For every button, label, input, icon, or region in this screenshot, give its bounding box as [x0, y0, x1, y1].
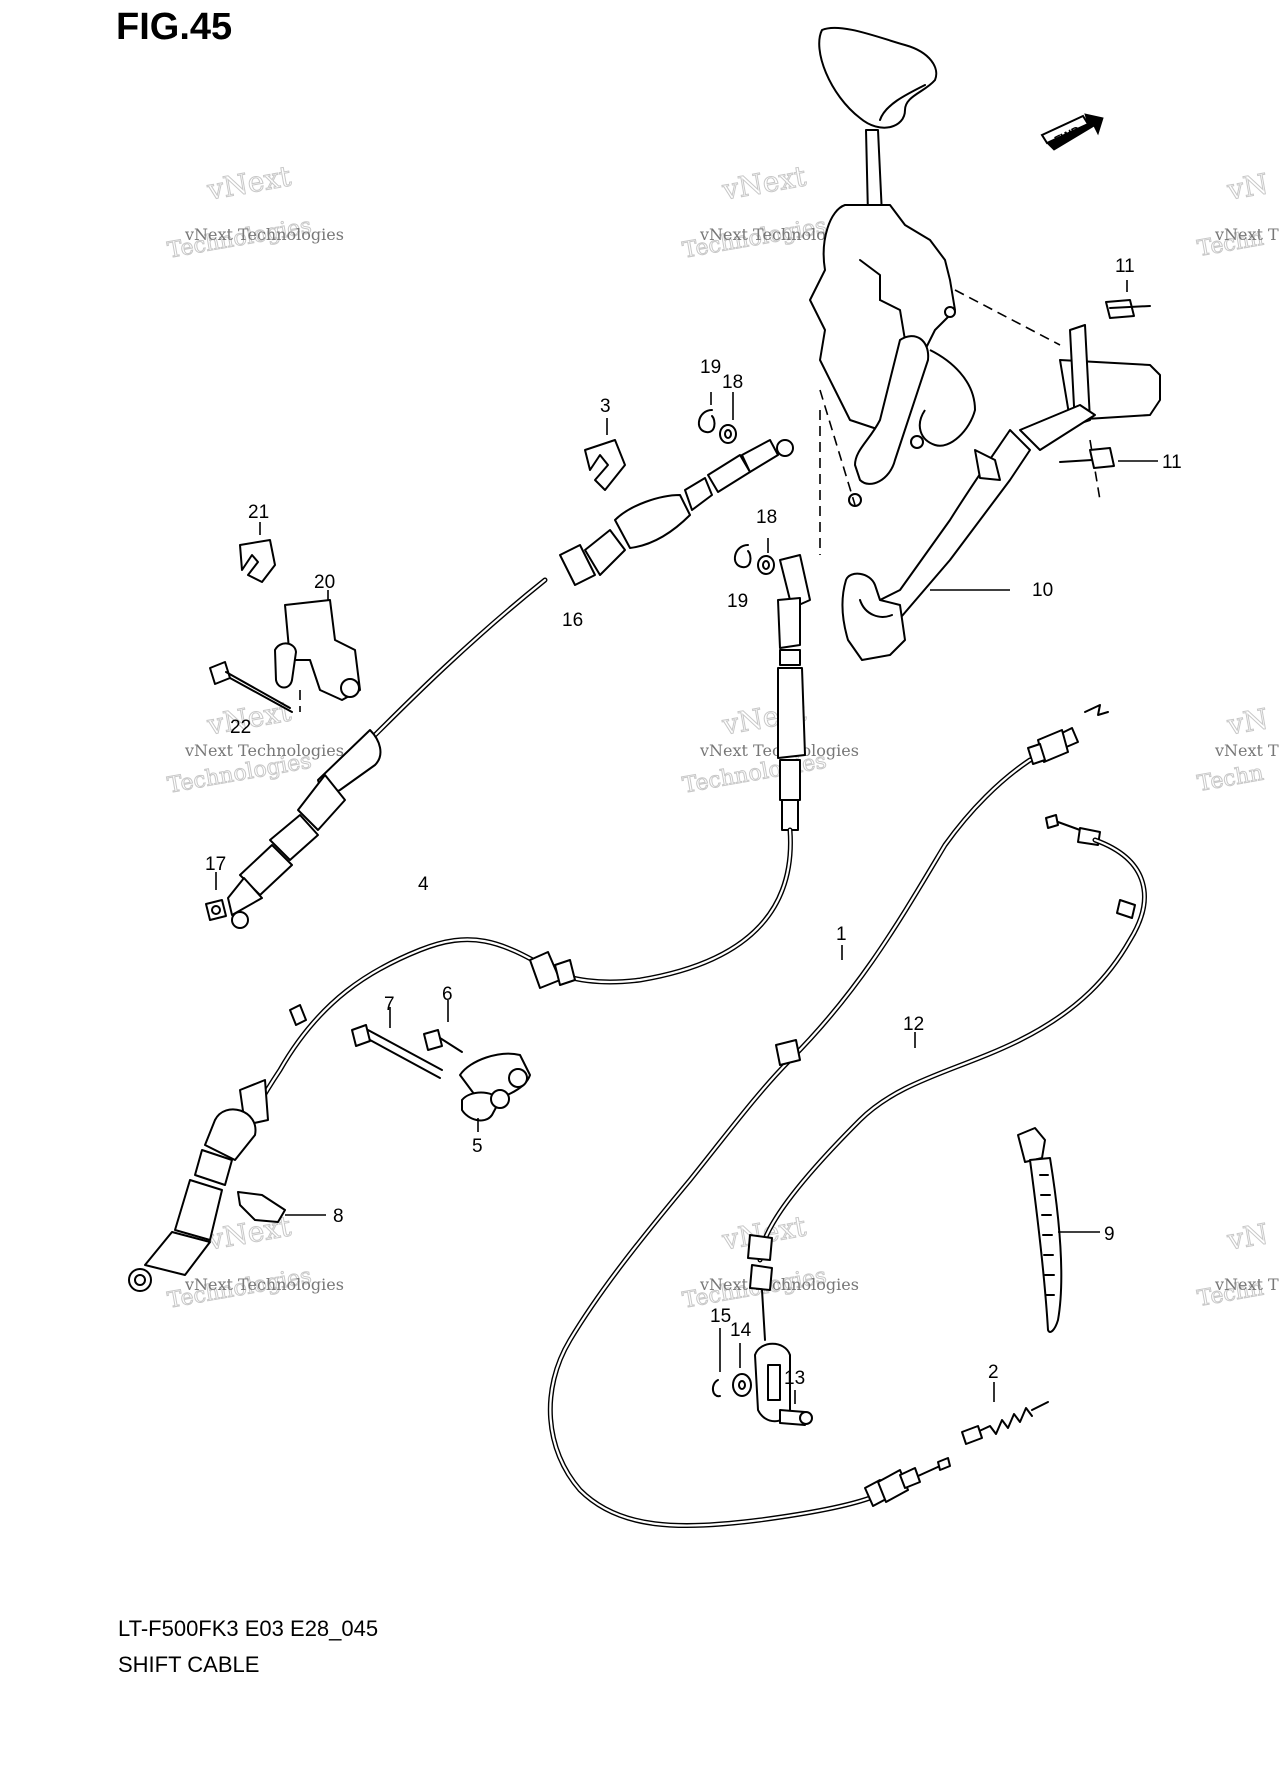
bracket-20 [274, 590, 361, 712]
watermark-text: vNext Technologies [184, 741, 344, 760]
callout-3: 3 [600, 396, 611, 417]
callout-12: 12 [903, 1014, 924, 1035]
watermark-vnext: vNext [204, 159, 294, 206]
callout-4: 4 [418, 874, 429, 895]
watermark-vnext: vN [1224, 167, 1270, 207]
callout-21: 21 [248, 502, 269, 523]
callout-17: 17 [205, 854, 226, 875]
watermark-group: vNext Technologies vNext Technologies vN… [165, 159, 1279, 1314]
cable-band-9 [1017, 1127, 1100, 1333]
callout-7: 7 [384, 994, 395, 1015]
clip-3 [584, 418, 626, 491]
callout-10: 10 [1032, 580, 1053, 601]
clip-19-lower [733, 544, 752, 569]
watermark-text: vNext Technologies [184, 1275, 344, 1294]
cable-1 [547, 704, 1109, 1529]
callout-19-lower: 19 [727, 591, 748, 612]
watermark-text: vNext T [1214, 1275, 1279, 1294]
bracket-13 [754, 1342, 813, 1426]
bolt-7 [351, 1007, 443, 1079]
callout-5: 5 [472, 1136, 483, 1157]
clip-21 [239, 522, 276, 583]
callout-20: 20 [314, 572, 335, 593]
callout-11-lower: 11 [1162, 452, 1182, 473]
callout-13: 13 [784, 1368, 805, 1389]
bolt-22 [209, 661, 293, 713]
figure-title: FIG.45 [116, 6, 233, 48]
callout-1: 1 [836, 924, 847, 945]
callout-15: 15 [710, 1306, 731, 1327]
callout-11-upper: 11 [1115, 256, 1135, 277]
washer-14 [732, 1343, 752, 1397]
pin-15 [712, 1328, 721, 1398]
nut-17 [205, 872, 227, 921]
callout-14: 14 [730, 1320, 752, 1341]
callout-labels: 1 2 3 4 5 6 7 8 9 10 11 11 12 13 14 15 1… [205, 256, 1182, 1389]
figure-name: SHIFT CABLE [118, 1652, 260, 1677]
callout-9: 9 [1104, 1224, 1115, 1245]
callout-19-upper: 19 [700, 357, 721, 378]
watermark-vnext: vN [1224, 1217, 1270, 1257]
callout-18-lower: 18 [756, 507, 777, 528]
bolt-11-upper [1105, 280, 1151, 319]
watermark-vnext: vNext [719, 159, 809, 206]
cable-16 [227, 439, 794, 929]
shift-lever-assembly [809, 26, 1161, 661]
callout-22: 22 [230, 717, 251, 738]
holder-5 [459, 1052, 531, 1132]
watermark-vnext: vN [1224, 702, 1270, 742]
watermark-text: vNext Technologies [699, 225, 859, 244]
watermark-text: vNext Technologies [184, 225, 344, 244]
watermark-technologies: Techn [1196, 761, 1266, 797]
watermark-text: vNext Technologies [699, 1275, 859, 1294]
washer-18-lower [757, 538, 775, 575]
washer-18-upper [719, 392, 737, 444]
watermark-text: vNext T [1214, 225, 1279, 244]
callout-2: 2 [988, 1362, 999, 1383]
clip-19-upper [697, 392, 716, 434]
callout-16: 16 [562, 610, 583, 631]
fwd-arrow-icon: FWD [1040, 113, 1104, 151]
watermark-text: vNext T [1214, 741, 1279, 760]
cable-12 [747, 814, 1147, 1341]
model-code: LT-F500FK3 E03 E28_045 [118, 1616, 379, 1641]
bolt-11-lower [1059, 447, 1158, 469]
callout-6: 6 [442, 984, 453, 1005]
cable-4 [128, 554, 811, 1292]
callout-18-upper: 18 [722, 372, 743, 393]
spring-2 [961, 1382, 1049, 1445]
plate-8 [237, 1191, 326, 1223]
bolt-6 [423, 1000, 463, 1053]
callout-8: 8 [333, 1206, 344, 1227]
